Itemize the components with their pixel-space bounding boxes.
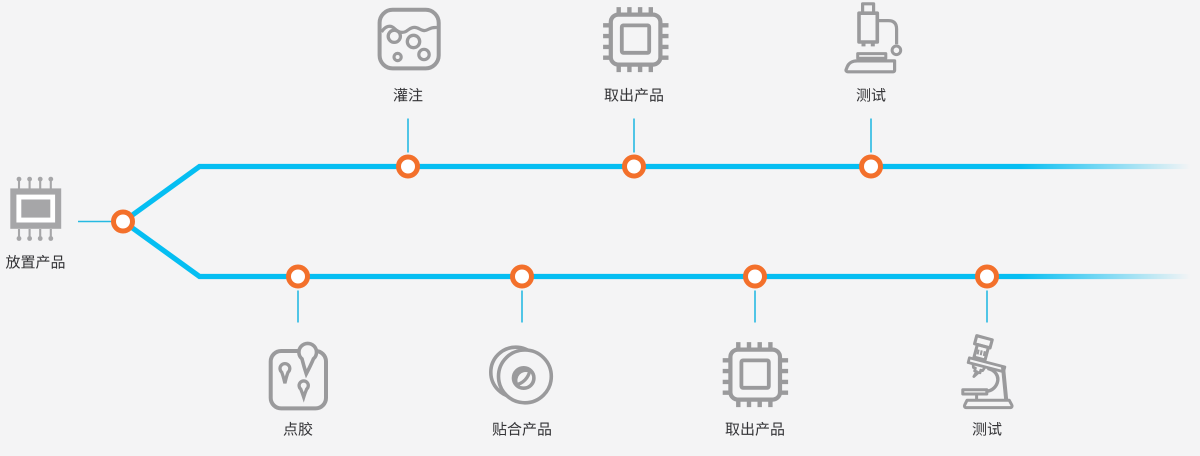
connector-lines [78, 118, 988, 323]
tape-roll-icon [488, 345, 554, 405]
chip-filled-icon [10, 176, 62, 241]
node-top-2 [622, 154, 646, 179]
node-start [111, 209, 135, 234]
flow-nodes [111, 154, 999, 289]
label-top-2: 取出产品 [603, 84, 665, 105]
microscope-upright-icon [844, 2, 903, 74]
node-bottom-3 [743, 264, 767, 289]
node-top-3 [859, 154, 883, 179]
label-bottom-4: 测试 [971, 418, 1003, 439]
label-start: 放置产品 [5, 251, 66, 273]
flow-line-top-branch [121, 163, 1192, 224]
label-top-1: 灌注 [392, 84, 424, 105]
node-bottom-1 [286, 264, 310, 289]
filling-tank-icon [377, 7, 441, 71]
node-top-1 [396, 154, 420, 179]
label-bottom-3: 取出产品 [724, 418, 786, 439]
node-bottom-4 [975, 264, 999, 289]
microscope-tilted-icon [961, 334, 1014, 410]
label-bottom-1: 点胶 [282, 418, 314, 439]
flow-line-bottom-branch [121, 219, 1192, 280]
label-top-3: 测试 [855, 84, 887, 105]
chip-outline-icon-top [603, 7, 668, 72]
label-bottom-2: 贴合产品 [491, 418, 553, 439]
node-bottom-2 [510, 264, 534, 289]
map-pins-icon [268, 341, 329, 411]
chip-outline-icon-bottom [723, 342, 788, 407]
